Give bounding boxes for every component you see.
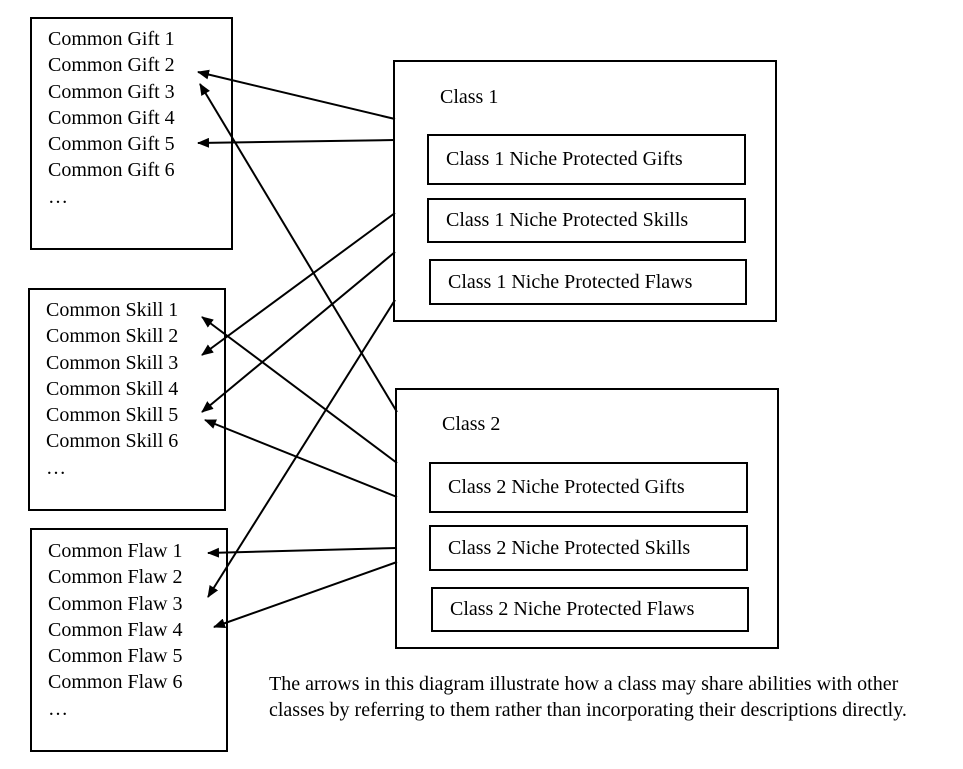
common-skill-item: Common Skill 1	[46, 299, 179, 321]
common-skill-item: Common Skill 5	[46, 404, 179, 427]
class-1-title: Class 1	[440, 86, 499, 108]
common-gift-item: Common Gift 2	[48, 54, 175, 77]
common-flaws-box	[30, 528, 228, 752]
class-2-niche-gifts: Class 2 Niche Protected Gifts	[429, 462, 748, 513]
class-2-niche-flaws: Class 2 Niche Protected Flaws	[431, 587, 749, 632]
class-1-niche-gifts: Class 1 Niche Protected Gifts	[427, 134, 746, 185]
common-gift-item: Common Gift 5	[48, 133, 175, 156]
arrow-class2-to-skill5	[204, 419, 398, 498]
class-1-niche-flaws: Class 1 Niche Protected Flaws	[429, 259, 747, 305]
common-gift-item: Common Gift 4	[48, 106, 175, 129]
common-gift-item: Common Gift 6	[48, 159, 175, 182]
diagram-caption: The arrows in this diagram illustrate ho…	[269, 673, 907, 721]
common-flaw-item: Common Flaw 1	[48, 540, 183, 562]
arrow-class2-to-flaw4	[213, 561, 398, 629]
arrow-class2-to-skill1	[201, 316, 398, 464]
class-2-niche-skills: Class 2 Niche Protected Skills	[429, 525, 748, 571]
common-gift-item: Common Gift 1	[48, 28, 175, 50]
common-gifts-list: Common Gift 1 Common Gift 2 Common Gift …	[48, 26, 175, 210]
common-skill-item: Common Skill 4	[46, 377, 179, 400]
class-2-box	[395, 388, 779, 649]
common-gift-ellipsis: …	[48, 185, 68, 208]
class-2-title: Class 2	[442, 413, 501, 435]
common-flaw-item: Common Flaw 5	[48, 645, 183, 668]
arrow-class1-to-flaw3	[207, 299, 396, 598]
common-flaw-item: Common Flaw 4	[48, 618, 183, 641]
common-skill-item: Common Skill 3	[46, 351, 179, 374]
common-flaws-list: Common Flaw 1 Common Flaw 2 Common Flaw …	[48, 538, 182, 722]
common-skill-item: Common Skill 2	[46, 325, 179, 348]
common-flaw-ellipsis: …	[48, 697, 68, 720]
common-flaw-item: Common Flaw 3	[48, 592, 183, 615]
common-skill-item: Common Skill 6	[46, 430, 179, 453]
arrow-class2-to-flaw1	[207, 547, 398, 558]
common-gift-item: Common Gift 3	[48, 80, 175, 103]
common-skill-ellipsis: …	[46, 456, 66, 479]
class-1-niche-skills: Class 1 Niche Protected Skills	[427, 198, 746, 243]
common-flaw-item: Common Flaw 2	[48, 566, 183, 589]
common-flaw-item: Common Flaw 6	[48, 671, 183, 694]
common-skills-list: Common Skill 1 Common Skill 2 Common Ski…	[46, 297, 178, 481]
arrow-class1-to-skill5	[201, 251, 396, 413]
